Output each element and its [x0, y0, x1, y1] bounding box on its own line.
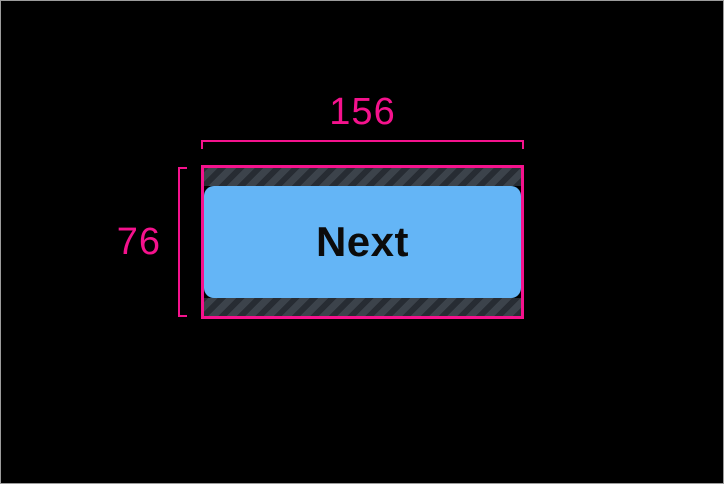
width-measurement-bracket: [201, 140, 524, 149]
padding-hatch-bottom: [204, 298, 521, 316]
padding-hatch-top: [204, 168, 521, 186]
next-button[interactable]: Next: [204, 186, 521, 298]
height-dimension-label: 76: [116, 221, 161, 263]
widget-selection-box: Next: [201, 165, 524, 319]
width-dimension-label: 156: [329, 91, 396, 133]
height-measurement-bracket: [178, 167, 187, 317]
next-button-label: Next: [315, 218, 410, 265]
